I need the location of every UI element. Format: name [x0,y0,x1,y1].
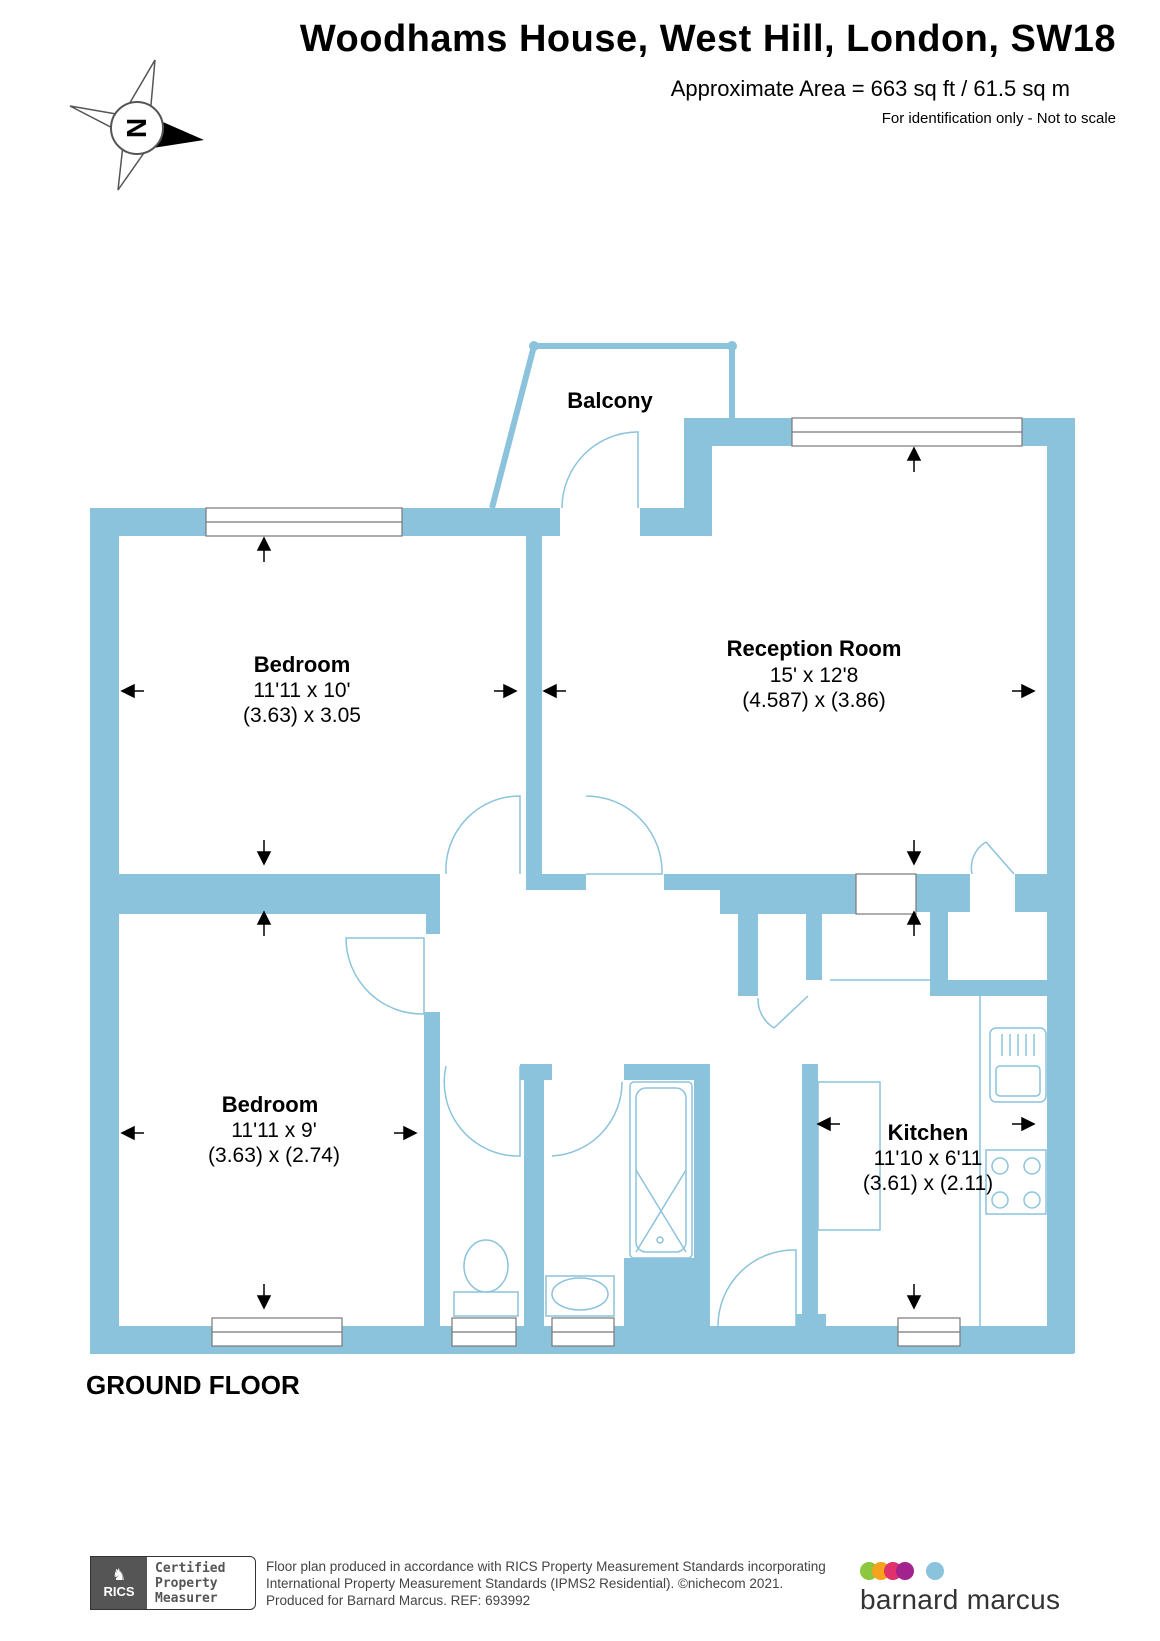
room-bedroom-1-name: Bedroom [254,652,351,677]
page-title: Woodhams House, West Hill, London, SW18 [299,18,1116,60]
footer-note: Floor plan produced in accordance with R… [266,1558,826,1609]
rics-logo: ♞ RICS [91,1557,147,1609]
compass-icon: N [69,59,204,191]
brand-name: barnard marcus [860,1584,1061,1615]
floor-label: GROUND FLOOR [86,1370,300,1400]
room-bedroom-2-dim-metric: (3.63) x (2.74) [208,1144,340,1167]
room-bedroom-1-dim-imperial: 11'11 x 10' [253,679,350,702]
room-labels: Balcony Bedroom 11'11 x 10' (3.63) x 3.0… [208,388,993,1195]
room-balcony-name: Balcony [567,388,653,413]
room-bedroom-1-dim-metric: (3.63) x 3.05 [243,704,361,727]
room-reception-dim-metric: (4.587) x (3.86) [742,689,886,712]
area-summary: Approximate Area = 663 sq ft / 61.5 sq m [670,76,1070,101]
rics-badge-line: Property [155,1575,218,1591]
compass-north-letter: N [121,118,152,138]
brand-dot [896,1562,914,1580]
windows [205,417,1023,1347]
rics-badge-line: Measurer [155,1590,218,1606]
room-reception-name: Reception Room [727,636,902,661]
rics-lion-icon: ♞ [111,1566,127,1584]
rics-logo-text: RICS [103,1583,135,1599]
brand-logo: barnard marcus [860,1560,1060,1616]
rics-badge: ♞ RICS Certified Property Measurer [90,1556,256,1610]
brand-dot [926,1562,944,1580]
balcony-post [727,341,737,351]
room-kitchen-dim-imperial: 11'10 x 6'11 [874,1147,983,1170]
door-swings [345,431,1015,1327]
room-kitchen-dim-metric: (3.61) x (2.11) [863,1172,993,1195]
footer-line: International Property Measurement Stand… [266,1576,784,1591]
footer-line: Produced for Barnard Marcus. REF: 693992 [266,1593,531,1608]
footer-line: Floor plan produced in accordance with R… [266,1559,826,1574]
walls [90,418,1075,1354]
brand-dots [860,1560,1060,1582]
balcony-outline [489,343,735,509]
dimension-arrows [120,446,1036,1310]
room-bedroom-2-name: Bedroom [222,1092,319,1117]
room-bedroom-2-dim-imperial: 11'11 x 9' [231,1119,316,1142]
rics-badge-line: Certified [155,1560,226,1576]
room-reception-dim-imperial: 15' x 12'8 [770,664,859,687]
fixtures [453,979,1047,1326]
room-kitchen-name: Kitchen [888,1120,969,1145]
balcony-post [529,341,539,351]
rics-badge-text: Certified Property Measurer [147,1557,255,1609]
scale-note: For identification only - Not to scale [881,110,1116,127]
